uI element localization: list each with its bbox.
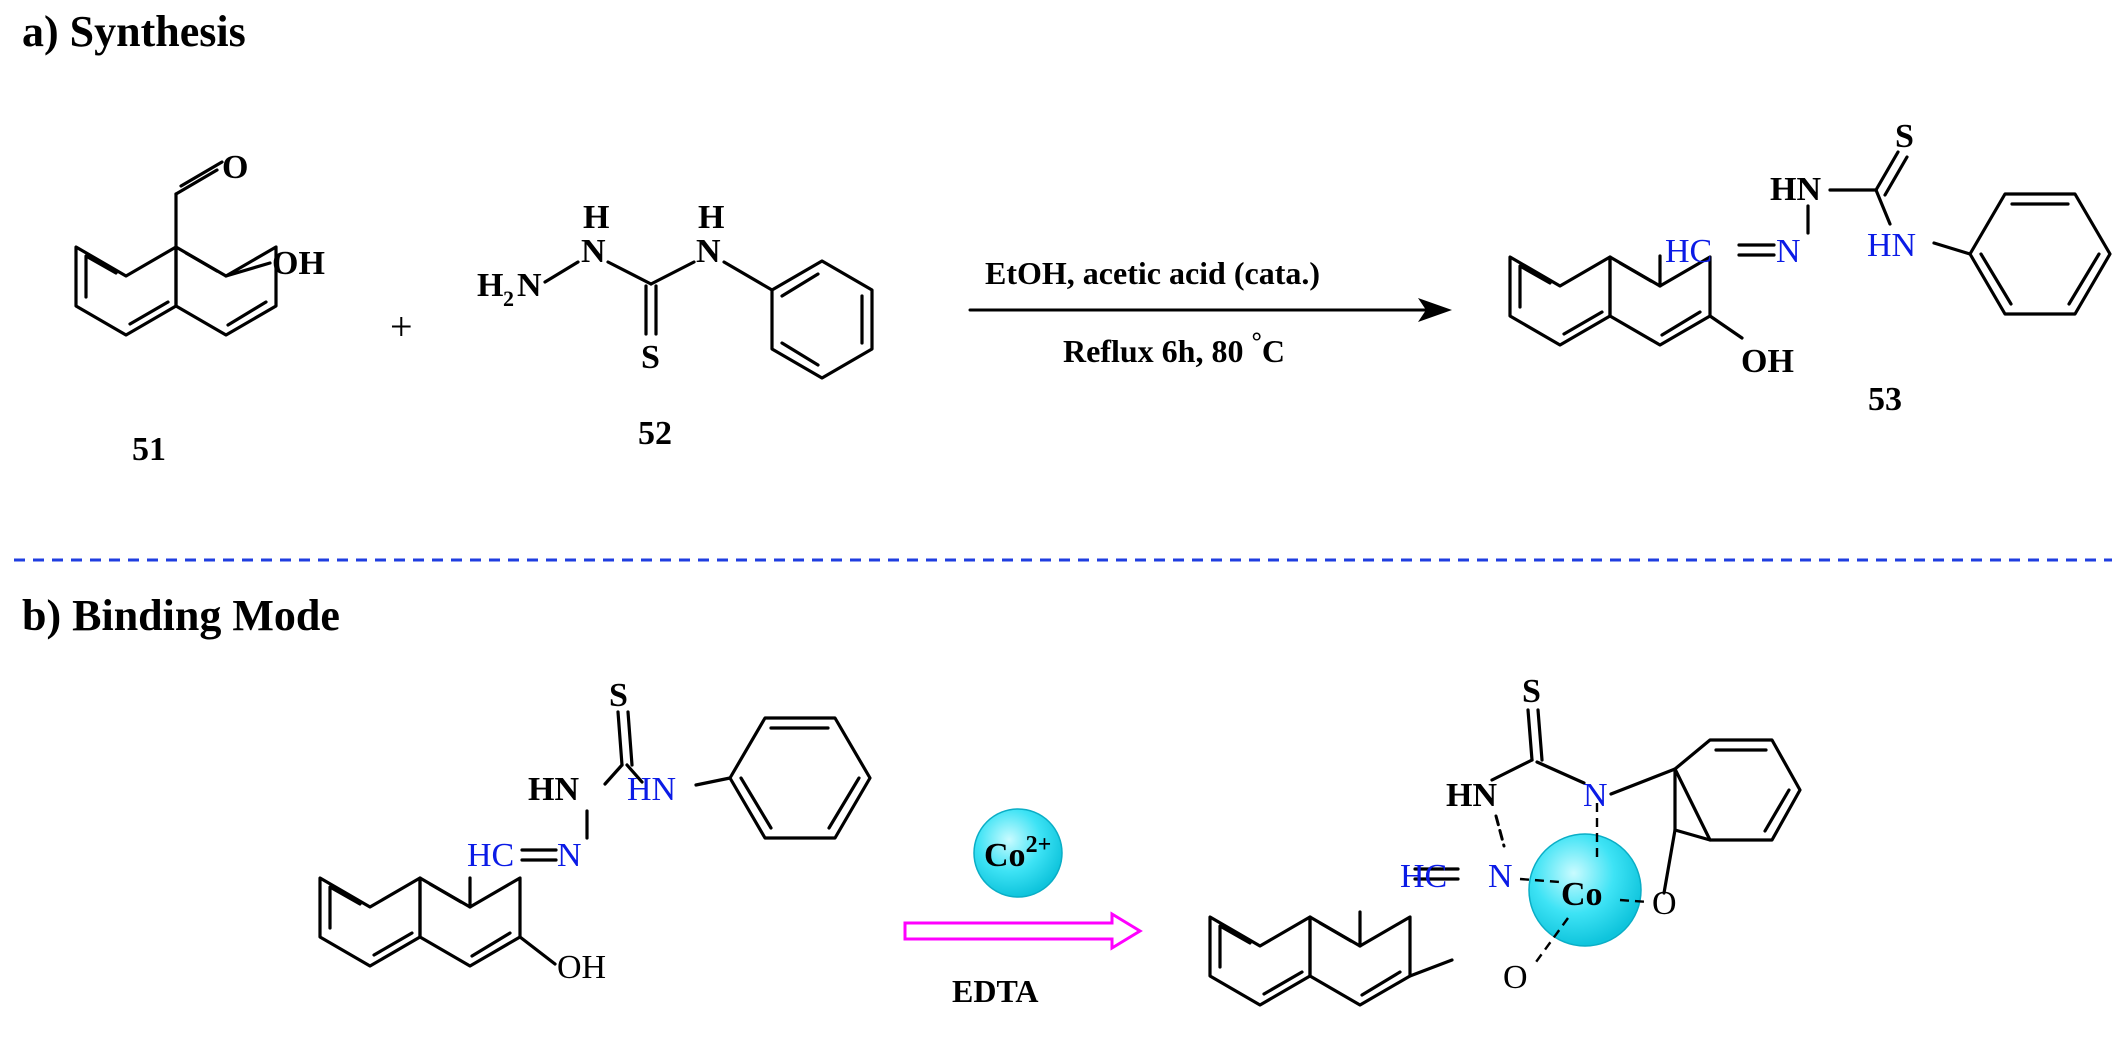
compound-label-52: 52 [638,415,672,452]
atom-HN-lower-53: HN [1867,227,1916,264]
atom-O: O [222,149,248,186]
atom-O-phenolate-complex: O [1652,885,1677,922]
atom-HC-complex: HC [1400,858,1447,895]
compound-label-53: 53 [1868,381,1902,418]
coordination-bonds [1519,803,1649,963]
free-ligand-structure [318,710,872,968]
plus-sign: + [390,304,413,349]
co2plus-base: Co [984,837,1026,874]
compound-51-structure [74,160,278,337]
co2plus-sphere [973,808,1063,898]
atom-N-left: N [581,233,606,270]
atom-OH: OH [272,245,325,282]
atom-H-top-right: H [698,199,724,236]
atom-O-naphtholate-complex: O [1503,959,1528,996]
atom-H2N-subscript: 2 [503,286,514,311]
atom-H2N-N: N [517,267,542,304]
atom-N-imine-complex: N [1488,858,1513,895]
cobalt-center-sphere [1528,833,1642,947]
co2plus-label: Co2+ [984,832,1051,874]
atom-S-53: S [1895,118,1914,155]
atom-N-imine-53: N [1776,233,1801,270]
reaction-conditions-top: EtOH, acetic acid (cata.) [985,255,1320,291]
compound-53-structure [1508,150,2112,347]
celsius-unit: C [1262,333,1285,369]
degree-symbol: ° [1251,327,1261,356]
atom-N-imine-ligand: N [557,837,582,874]
atom-N-amide-complex: N [1583,777,1608,814]
section-title-binding: b) Binding Mode [22,591,340,640]
atom-HN-lower-ligand: HN [627,771,676,808]
atom-H2N-H: H [477,267,503,304]
co2plus-charge: 2+ [1026,832,1052,858]
conditions-bottom-text: Reflux 6h, 80 [1063,333,1251,369]
atom-N-right: N [696,233,721,270]
atom-HC-53: HC [1665,233,1712,270]
cobalt-complex-structure [1208,708,1802,1007]
section-title-synthesis: a) Synthesis [22,7,246,56]
atom-S-complex: S [1522,673,1541,710]
compound-52-structure [543,259,874,380]
compound-label-51: 51 [132,431,166,468]
atom-S-52: S [641,339,660,376]
atom-HC-ligand: HC [467,837,514,874]
atom-OH-53: OH [1741,343,1794,380]
atom-OH-ligand: OH [557,949,606,986]
atom-Co-complex: Co [1561,876,1603,913]
reaction-arrow-head [1418,298,1452,322]
atom-HN-upper-53: HN [1770,171,1821,208]
reaction-conditions-bottom: Reflux 6h, 80 °C [1063,327,1285,369]
atom-HN-complex: HN [1446,777,1497,814]
edta-label: EDTA [952,973,1039,1009]
binding-arrow [903,911,1143,951]
atom-S-ligand: S [609,677,628,714]
atom-HN-upper-ligand: HN [528,771,579,808]
atom-H-top-left: H [583,199,609,236]
